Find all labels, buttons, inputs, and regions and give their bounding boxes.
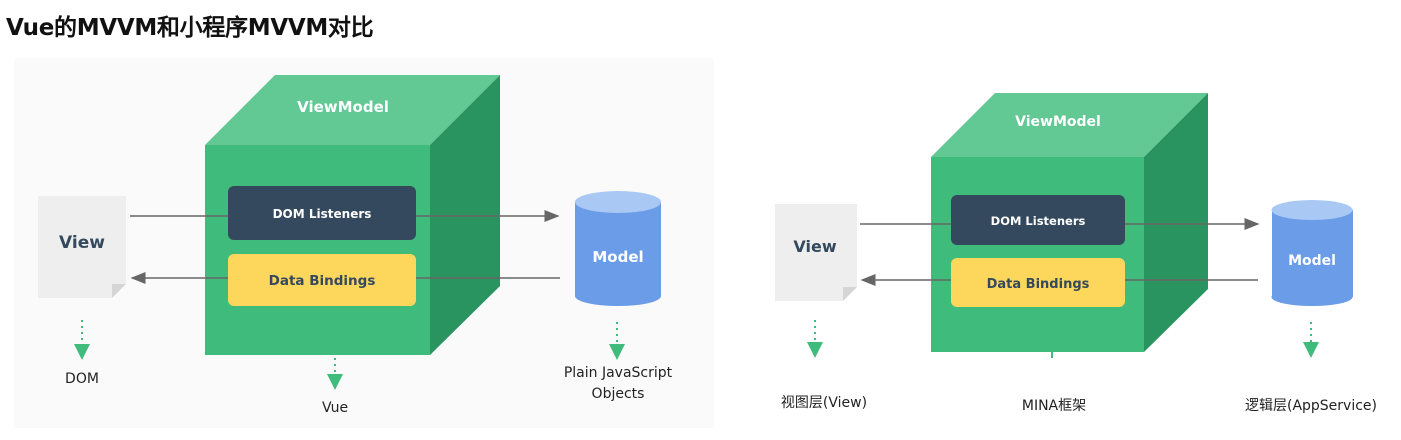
dom-listeners-label: DOM Listeners bbox=[991, 214, 1086, 228]
caption-dom: DOM bbox=[65, 371, 99, 387]
view-page bbox=[38, 196, 126, 298]
vue-mvvm-diagram: View ViewModel DOM Listeners Data Bindin… bbox=[14, 58, 714, 428]
caption-plain-js-line1: Plain JavaScript bbox=[564, 365, 673, 381]
viewmodel-cube bbox=[931, 93, 1208, 352]
data-bindings-label: Data Bindings bbox=[987, 277, 1090, 292]
view-label: View bbox=[59, 233, 105, 253]
cube-front bbox=[931, 157, 1144, 352]
view-label: View bbox=[793, 237, 836, 256]
page-title: Vue的MVVM和小程序MVVM对比 bbox=[6, 15, 374, 41]
cube-side bbox=[430, 75, 500, 355]
data-bindings-box bbox=[228, 254, 416, 306]
data-bindings-label: Data Bindings bbox=[269, 273, 376, 289]
cube-top bbox=[931, 93, 1208, 157]
model-cylinder bbox=[575, 191, 661, 306]
caption-logic-layer: 逻辑层(AppService) bbox=[1245, 398, 1377, 414]
caption-plain-js-line2: Objects bbox=[592, 386, 645, 402]
miniprogram-mvvm-diagram: View ViewModel DOM Listeners Data Bindin… bbox=[775, 93, 1377, 414]
caption-view-layer: 视图层(View) bbox=[781, 395, 867, 411]
view-page bbox=[775, 204, 857, 301]
caption-mina-framework: MINA框架 bbox=[1022, 398, 1086, 414]
cube-top bbox=[205, 75, 500, 145]
cube-front bbox=[205, 145, 430, 355]
data-bindings-box bbox=[951, 258, 1125, 307]
viewmodel-cube bbox=[205, 75, 500, 355]
cube-side bbox=[1144, 93, 1208, 352]
dom-listeners-label: DOM Listeners bbox=[273, 207, 372, 221]
model-label: Model bbox=[1288, 253, 1336, 269]
caption-vue: Vue bbox=[322, 400, 348, 416]
dom-listeners-box bbox=[228, 186, 416, 240]
viewmodel-label: ViewModel bbox=[297, 98, 389, 116]
model-cylinder bbox=[1271, 200, 1353, 306]
dom-listeners-box bbox=[951, 195, 1125, 245]
viewmodel-label: ViewModel bbox=[1015, 114, 1101, 130]
model-label: Model bbox=[592, 248, 643, 266]
